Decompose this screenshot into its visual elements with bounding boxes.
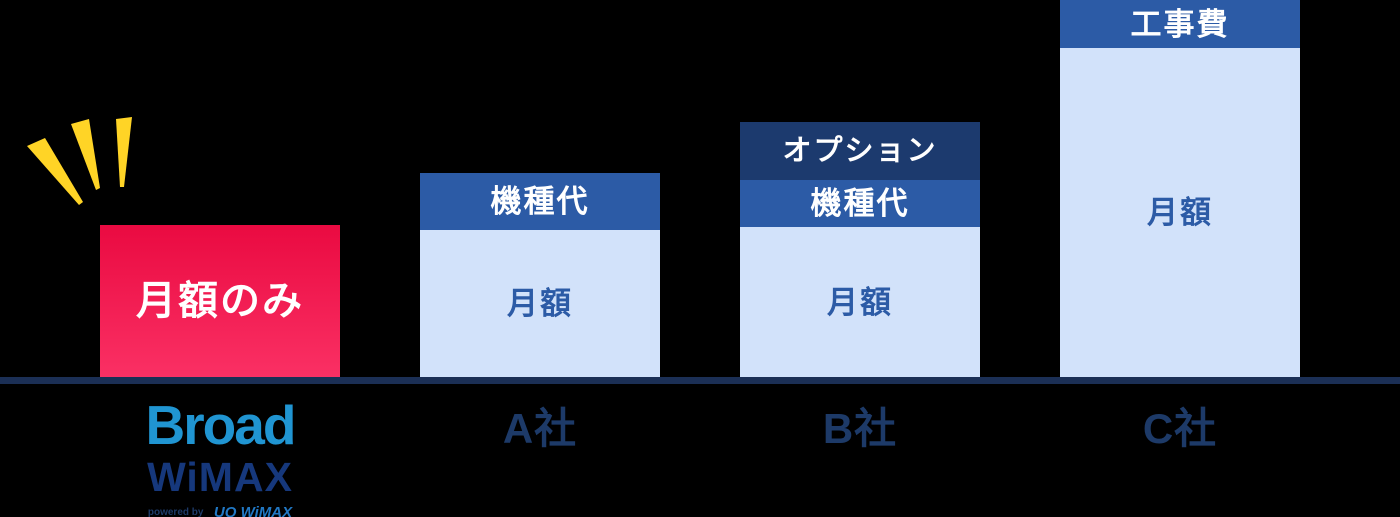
segment-options: オプション: [740, 122, 980, 180]
segment-monthly-fee: 月額: [740, 227, 980, 377]
bar-company-c: 工事費 月額: [1060, 0, 1300, 377]
segment-monthly-fee: 月額: [1060, 48, 1300, 377]
bar-company-a: 機種代 月額: [420, 173, 660, 377]
segment-device-cost: 機種代: [740, 180, 980, 227]
axis-label-company-a: A社: [502, 405, 578, 452]
axis-label-company-c: C社: [1142, 405, 1218, 452]
bar-broad-wimax: 月額のみ: [100, 225, 340, 377]
logo-broad-text: Broad: [145, 394, 297, 456]
uq-wimax-brand: UQ WiMAX: [213, 504, 293, 517]
sparkle-rays-icon: [27, 117, 132, 205]
powered-by-prefix: powered by: [147, 507, 204, 517]
bar-company-b: オプション 機種代 月額: [740, 122, 980, 377]
baseline-axis: [0, 377, 1400, 384]
axis-label-company-b: B社: [822, 405, 898, 452]
segment-construction-fee: 工事費: [1060, 0, 1300, 48]
segment-device-cost: 機種代: [420, 173, 660, 230]
segment-monthly-fee: 月額: [420, 230, 660, 377]
broad-wimax-logo: Broad WiMAX powered by UQ WiMAX: [100, 398, 340, 517]
logo-powered-by: powered by UQ WiMAX: [100, 505, 340, 517]
logo-wimax-text: WiMAX: [147, 454, 293, 500]
segment-monthly-only: 月額のみ: [100, 225, 340, 377]
